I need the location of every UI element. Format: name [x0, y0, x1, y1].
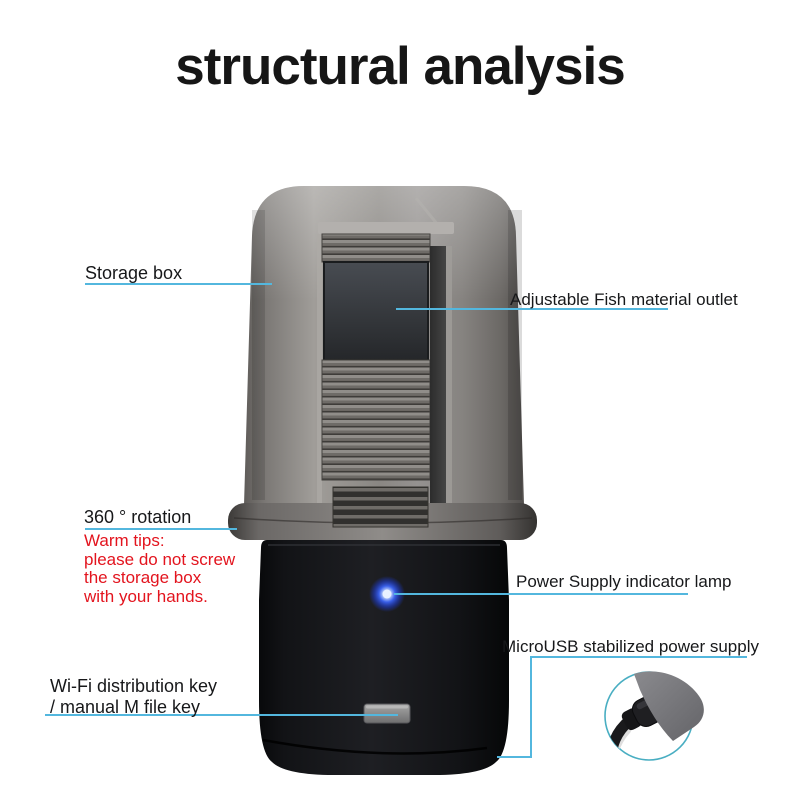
warm-tips-line: with your hands.: [84, 586, 208, 606]
led-core: [382, 589, 392, 599]
label-warm-tips: Warm tips: please do not screw the stora…: [84, 531, 236, 606]
label-storage-box: Storage box: [85, 263, 183, 283]
warm-tips-line: the storage box: [84, 568, 202, 587]
leader-line-microusb: [497, 656, 747, 758]
label-wifi-key: Wi-Fi distribution key / manual M file k…: [50, 676, 217, 718]
wifi-m-button: [363, 703, 411, 724]
page-title: structural analysis: [175, 37, 625, 96]
warm-tips-line: please do not screw: [84, 549, 236, 569]
panel-ribs-top: [321, 233, 431, 263]
vent-grill: [332, 486, 429, 528]
panel-ribs-bottom: [321, 359, 431, 481]
usb-cable-inset: [604, 671, 704, 761]
device-corner-wedge: [634, 671, 704, 741]
wifi-key-line: Wi-Fi distribution key: [50, 676, 218, 696]
label-outlet: Adjustable Fish material outlet: [510, 290, 738, 309]
rotation-slot: [430, 246, 446, 506]
feeder-base: [259, 540, 509, 775]
panel-top-lip: [318, 222, 454, 234]
label-rotation: 360 ° rotation: [84, 507, 192, 527]
base-seam: [262, 738, 488, 755]
warm-tips-line: Warm tips:: [84, 531, 165, 550]
label-microusb: MicroUSB stabilized power supply: [502, 637, 759, 656]
label-power-lamp: Power Supply indicator lamp: [516, 572, 732, 591]
wifi-key-line: / manual M file key: [50, 697, 201, 717]
outlet-window: [323, 261, 429, 361]
